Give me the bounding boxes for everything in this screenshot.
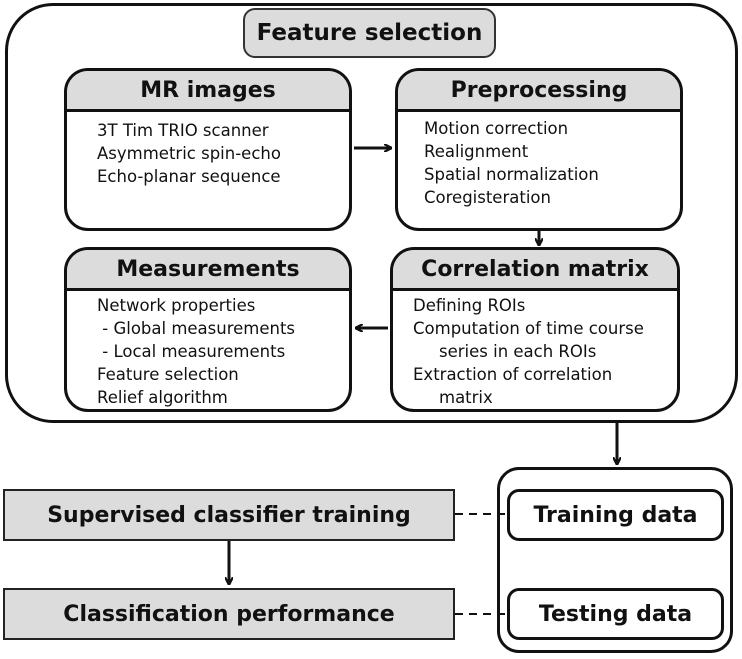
measurements-line-1: Network properties	[97, 296, 256, 315]
preprocessing-line-1: Motion correction	[424, 119, 569, 138]
correlation-line-1: Defining ROIs	[413, 296, 526, 315]
mr-images-line-1: 3T Tim TRIO scanner	[97, 121, 269, 140]
testing-data-box: Testing data	[507, 588, 724, 640]
measurements-body: Network properties - Global measurements…	[67, 292, 349, 409]
training-data-box: Training data	[507, 489, 724, 541]
preprocessing-body: Motion correction Realignment Spatial no…	[398, 113, 680, 209]
preprocessing-line-3: Spatial normalization	[424, 165, 599, 184]
preprocessing-card: Preprocessing Motion correction Realignm…	[395, 68, 683, 231]
correlation-line-4: Extraction of correlation	[413, 365, 613, 384]
measurements-card: Measurements Network properties - Global…	[64, 247, 352, 412]
classification-performance-box: Classification performance	[3, 588, 455, 640]
mr-images-line-3: Echo-planar sequence	[97, 167, 281, 186]
correlation-line-3: series in each ROIs	[439, 342, 597, 361]
supervised-classifier-training-box: Supervised classifier training	[3, 489, 455, 541]
preprocessing-line-4: Coregisteration	[424, 188, 551, 207]
correlation-matrix-header: Correlation matrix	[393, 250, 677, 291]
correlation-line-5: matrix	[439, 388, 493, 407]
measurements-line-3: - Local measurements	[97, 342, 286, 361]
mr-images-header: MR images	[67, 71, 349, 112]
correlation-matrix-card: Correlation matrix Defining ROIs Computa…	[390, 247, 680, 412]
feature-selection-title: Feature selection	[243, 8, 496, 58]
measurements-header: Measurements	[67, 250, 349, 291]
measurements-line-2: - Global measurements	[97, 319, 296, 338]
feature-selection-group	[5, 3, 738, 423]
preprocessing-line-2: Realignment	[424, 142, 529, 161]
mr-images-card: MR images 3T Tim TRIO scanner Asymmetric…	[64, 68, 352, 231]
measurements-line-5: Relief algorithm	[97, 388, 228, 407]
data-group	[497, 467, 733, 653]
correlation-matrix-body: Defining ROIs Computation of time course…	[393, 292, 677, 409]
mr-images-line-2: Asymmetric spin-echo	[97, 144, 281, 163]
mr-images-body: 3T Tim TRIO scanner Asymmetric spin-echo…	[67, 113, 349, 188]
preprocessing-header: Preprocessing	[398, 71, 680, 112]
measurements-line-4: Feature selection	[97, 365, 239, 384]
correlation-line-2: Computation of time course	[413, 319, 644, 338]
